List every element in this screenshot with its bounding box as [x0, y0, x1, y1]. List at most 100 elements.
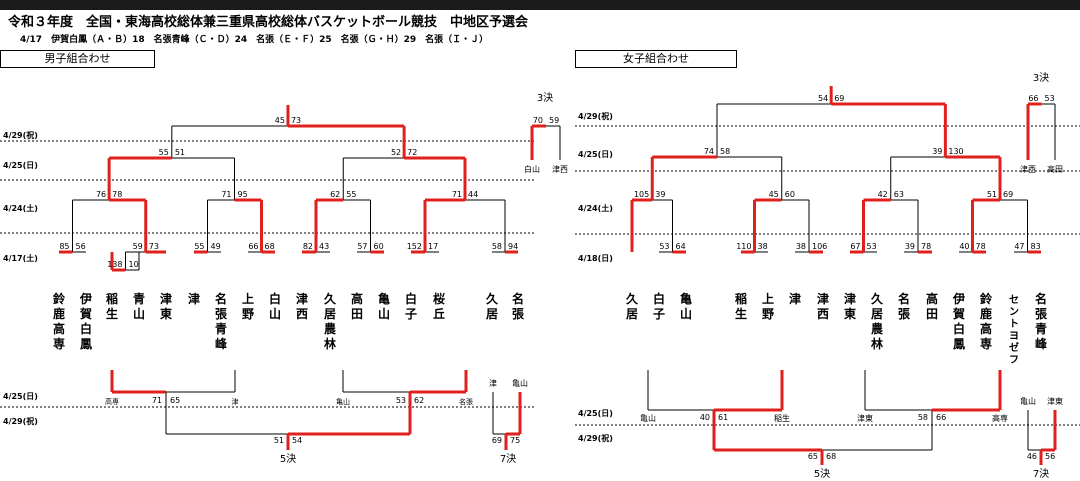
svg-text:ヨ: ヨ — [1009, 330, 1019, 342]
girls-sf1-right-score: 58 — [720, 147, 730, 156]
svg-text:高: 高 — [926, 291, 938, 306]
svg-text:亀: 亀 — [680, 291, 692, 306]
girls-r1g-left-score: 47 — [1014, 242, 1024, 251]
svg-text:名: 名 — [1035, 291, 1047, 306]
girls-team-2: 白子 — [653, 291, 665, 321]
boys-team-12: 高田 — [351, 291, 363, 321]
boys-qf2-right-score: 95 — [238, 190, 248, 199]
svg-text:張: 張 — [215, 307, 228, 321]
boys-team-2: 伊賀白鳳 — [79, 291, 92, 351]
girls-qf1-left-score: 105 — [634, 190, 649, 199]
girls-consol2-right-score: 66 — [936, 413, 946, 422]
boys-team-17: 名張 — [512, 291, 525, 321]
girls-fifth-team-b: 稲生 — [774, 413, 790, 423]
svg-text:白: 白 — [80, 321, 92, 336]
svg-text:津: 津 — [789, 291, 801, 306]
boys-consol-date-425: 4/25(日) — [3, 392, 38, 401]
boys-third-left-team: 白山 — [524, 164, 540, 174]
svg-text:高: 高 — [351, 291, 363, 306]
svg-text:津: 津 — [188, 291, 200, 306]
svg-text:上: 上 — [242, 291, 254, 306]
boys-fifth-team-a: 高専 — [105, 397, 119, 406]
svg-text:名: 名 — [512, 291, 524, 306]
svg-text:ト: ト — [1009, 318, 1019, 330]
girls-fifth-right-score: 68 — [826, 452, 836, 461]
svg-text:上: 上 — [762, 291, 774, 306]
boys-team-7: 名張青峰 — [215, 291, 228, 351]
venue-schedule: 4/17 伊賀白鳳（Ａ・Ｂ）18 名張青峰（Ｃ・Ｄ）24 名張（Ｅ・Ｆ）25 名… — [20, 35, 489, 45]
boys-team-5: 津東 — [160, 291, 172, 321]
svg-text:子: 子 — [405, 307, 417, 321]
girls-sf2-right-score: 130 — [948, 147, 963, 156]
svg-text:伊: 伊 — [952, 291, 965, 306]
boys-final-left-score: 45 — [275, 116, 285, 125]
svg-text:白: 白 — [405, 291, 417, 306]
boys-qf1-right-score: 78 — [112, 190, 122, 199]
boys-sf1-right-score: 51 — [175, 148, 185, 157]
svg-text:青: 青 — [133, 291, 145, 306]
boys-r1e-right-score: 43 — [319, 242, 329, 251]
svg-text:鹿: 鹿 — [980, 306, 992, 321]
svg-text:久: 久 — [871, 291, 884, 306]
girls-seventh-left-team: 亀山 — [1020, 396, 1036, 406]
boys-consol2-left-score: 53 — [396, 396, 406, 405]
svg-text:西: 西 — [296, 307, 308, 321]
svg-text:張: 張 — [1035, 307, 1048, 321]
girls-consol1-left-score: 40 — [700, 413, 710, 422]
boys-fifth-label: 5決 — [280, 453, 296, 465]
boys-r1c-left-score: 55 — [194, 242, 204, 251]
boys-fifth-team-b: 津 — [232, 398, 239, 406]
boys-date-424: 4/24(土) — [3, 203, 38, 213]
girls-seventh-right-team: 津東 — [1047, 396, 1063, 406]
boys-consol1-right-score: 65 — [170, 396, 180, 405]
girls-qf3-left-score: 42 — [878, 190, 888, 199]
girls-team-3: 亀山 — [680, 291, 692, 321]
svg-text:白: 白 — [269, 291, 281, 306]
boys-third-right-team: 津西 — [552, 164, 568, 174]
girls-date-424: 4/24(土) — [578, 203, 613, 213]
svg-text:専: 専 — [53, 336, 65, 351]
girls-r1g-right-score: 83 — [1031, 242, 1041, 251]
girls-r1b-left-score: 110 — [736, 242, 751, 251]
girls-r1f-right-score: 78 — [976, 242, 986, 251]
girls-consol-date-425: 4/25(日) — [578, 409, 613, 418]
svg-text:鹿: 鹿 — [53, 306, 65, 321]
girls-third-right-score: 53 — [1045, 94, 1055, 103]
girls-consol-date-429: 4/29(祝) — [578, 433, 613, 443]
girls-date-429: 4/29(祝) — [578, 111, 613, 121]
boys-seventh-label: 7決 — [500, 453, 516, 465]
svg-text:林: 林 — [324, 336, 336, 351]
svg-text:高: 高 — [980, 321, 992, 336]
svg-text:東: 東 — [160, 306, 172, 321]
svg-text:青: 青 — [1035, 321, 1047, 336]
page-title: 令和３年度 全国・東海高校総体兼三重県高校総体バスケットボール競技 中地区予選会 — [8, 15, 529, 30]
girls-third-left-score: 66 — [1028, 94, 1038, 103]
girls-sf1-left-score: 74 — [704, 147, 714, 156]
boys-fifth-left-score: 51 — [274, 436, 284, 445]
girls-r1e-right-score: 78 — [921, 242, 931, 251]
girls-qf3-right-score: 63 — [894, 190, 904, 199]
svg-text:青: 青 — [215, 321, 227, 336]
boys-third-right-score: 59 — [549, 116, 559, 125]
svg-text:野: 野 — [762, 307, 774, 321]
svg-text:久: 久 — [324, 291, 337, 306]
boys-r1f-left-score: 57 — [357, 242, 367, 251]
svg-text:ゼ: ゼ — [1009, 341, 1019, 354]
girls-qf2-right-score: 60 — [785, 190, 795, 199]
girls-team-10: 名張 — [898, 291, 911, 321]
svg-text:東: 東 — [844, 306, 856, 321]
svg-text:亀: 亀 — [378, 291, 390, 306]
boys-team-6: 津 — [188, 291, 200, 306]
svg-text:田: 田 — [351, 307, 363, 321]
svg-text:賀: 賀 — [79, 306, 92, 321]
svg-text:農: 農 — [324, 321, 337, 336]
girls-date-425: 4/25(日) — [578, 150, 613, 159]
girls-section-label: 女子組合わせ — [575, 50, 737, 68]
boys-r1g-right-score: 17 — [428, 242, 438, 251]
girls-r1e-left-score: 39 — [905, 242, 915, 251]
svg-text:子: 子 — [653, 307, 665, 321]
svg-text:伊: 伊 — [79, 291, 92, 306]
